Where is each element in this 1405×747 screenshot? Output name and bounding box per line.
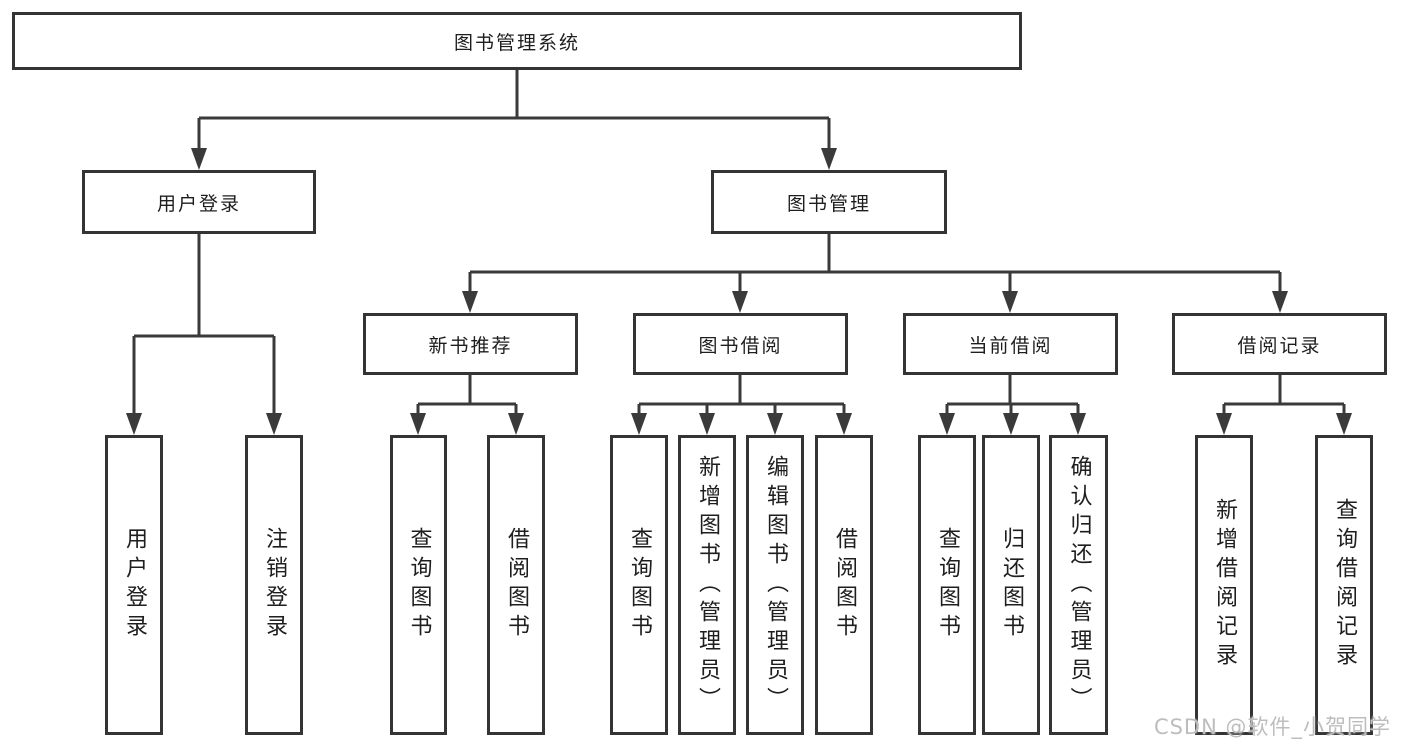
node-label: 查询图书 [627,527,652,643]
csdn-watermark: CSDN @软件_小贺同学 [1153,715,1391,739]
leaf-edit-books-admin: 编辑图书（管理员） [746,435,804,735]
leaf-query-borrow-record: 查询借阅记录 [1315,435,1373,735]
leaf-query-books-borrowing: 查询图书 [610,435,668,735]
node-library-management-system: 图书管理系统 [12,12,1022,70]
node-label: 图书管理 [786,192,871,215]
node-label: 借阅图书 [504,527,529,643]
node-label: 借阅记录 [1237,334,1322,357]
node-label: 图书管理系统 [453,31,580,54]
node-user-login: 用户登录 [82,170,316,234]
leaf-add-books-admin: 新增图书（管理员） [678,435,736,735]
node-label: 编辑图书（管理员） [763,454,788,716]
node-book-borrowing: 图书借阅 [633,313,848,375]
node-label: 确认归还（管理员） [1066,454,1092,716]
node-new-book-recommendation: 新书推荐 [363,313,578,375]
node-label: 用户登录 [122,527,147,643]
leaf-return-books: 归还图书 [982,435,1040,735]
node-label: 用户登录 [156,192,241,215]
leaf-borrow-books: 借阅图书 [815,435,873,735]
node-current-borrowing: 当前借阅 [903,313,1118,375]
leaf-query-books-current: 查询图书 [918,435,976,735]
node-label: 借阅图书 [832,527,857,643]
leaf-query-books-recommend: 查询图书 [390,435,447,735]
node-label: 注销登录 [262,527,287,643]
node-label: 当前借阅 [968,334,1053,357]
leaf-borrow-books-recommend: 借阅图书 [487,435,545,735]
node-label: 查询借阅记录 [1332,498,1357,672]
leaf-add-borrow-record: 新增借阅记录 [1195,435,1253,735]
node-label: 查询图书 [406,527,432,643]
node-label: 图书借阅 [698,334,783,357]
node-label: 新增图书（管理员） [695,454,720,716]
node-label: 新增借阅记录 [1212,498,1237,672]
node-label: 查询图书 [935,527,960,643]
node-label: 新书推荐 [428,334,513,357]
node-borrowing-records: 借阅记录 [1172,313,1387,375]
leaf-logout-login: 注销登录 [245,435,303,735]
leaf-user-login: 用户登录 [105,435,163,735]
node-book-management: 图书管理 [711,170,947,234]
leaf-confirm-return-admin: 确认归还（管理员） [1049,435,1108,735]
node-label: 归还图书 [999,527,1024,643]
